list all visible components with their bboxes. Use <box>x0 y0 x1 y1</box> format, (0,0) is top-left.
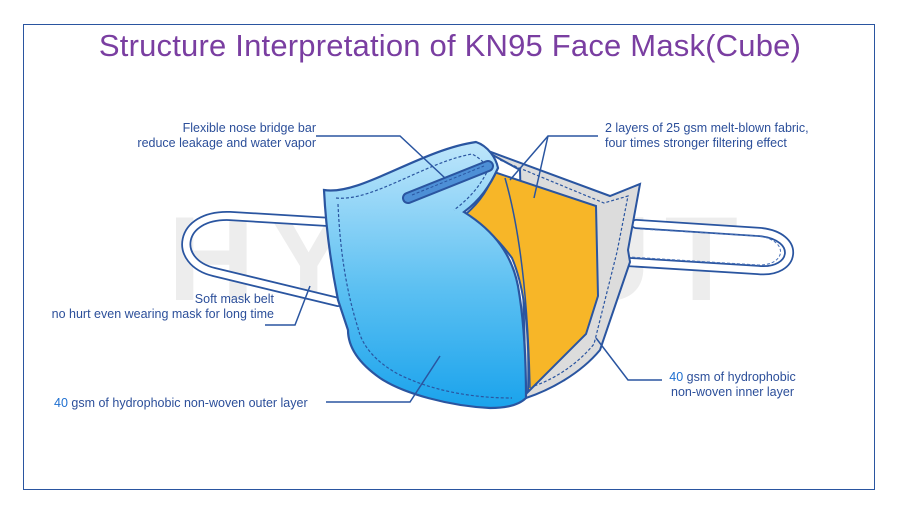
page-title: Structure Interpretation of KN95 Face Ma… <box>98 28 802 63</box>
melt-blown-layer-shape <box>464 170 600 395</box>
label-melt-blown-line2: four times stronger filtering effect <box>605 136 787 150</box>
label-mask-belt: Soft mask belt no hurt even wearing mask… <box>30 292 274 322</box>
label-mask-belt-line1: Soft mask belt <box>194 292 274 306</box>
label-nose-bridge-line1: Flexible nose bridge bar <box>182 121 316 135</box>
label-nose-bridge-line2: reduce leakage and water vapor <box>137 136 316 150</box>
left-ear-loop <box>181 210 343 307</box>
label-inner-layer-line2: non-woven inner layer <box>671 385 794 399</box>
leader-outer-layer <box>326 355 441 403</box>
label-melt-blown-line1: 2 layers of 25 gsm melt-blown fabric, <box>605 121 809 135</box>
label-inner-layer-line1: gsm of hydrophobic <box>683 370 796 384</box>
label-inner-layer-number: 40 <box>669 370 684 384</box>
label-melt-blown: 2 layers of 25 gsm melt-blown fabric, fo… <box>605 121 809 151</box>
label-inner-layer: 40 gsm of hydrophobic non-woven inner la… <box>660 370 805 400</box>
leader-mask-belt <box>265 285 311 326</box>
leader-inner-layer <box>595 337 662 381</box>
diagram-frame <box>23 24 875 490</box>
label-outer-layer: 40 gsm of hydrophobic non-woven outer la… <box>54 396 308 411</box>
label-mask-belt-line2: no hurt even wearing mask for long time <box>51 307 274 321</box>
label-outer-layer-text: gsm of hydrophobic non-woven outer layer <box>67 396 308 410</box>
label-outer-layer-number: 40 <box>54 396 68 410</box>
leader-nose-bridge <box>316 135 446 179</box>
label-nose-bridge: Flexible nose bridge bar reduce leakage … <box>110 121 316 151</box>
outer-layer-shape <box>322 140 528 410</box>
